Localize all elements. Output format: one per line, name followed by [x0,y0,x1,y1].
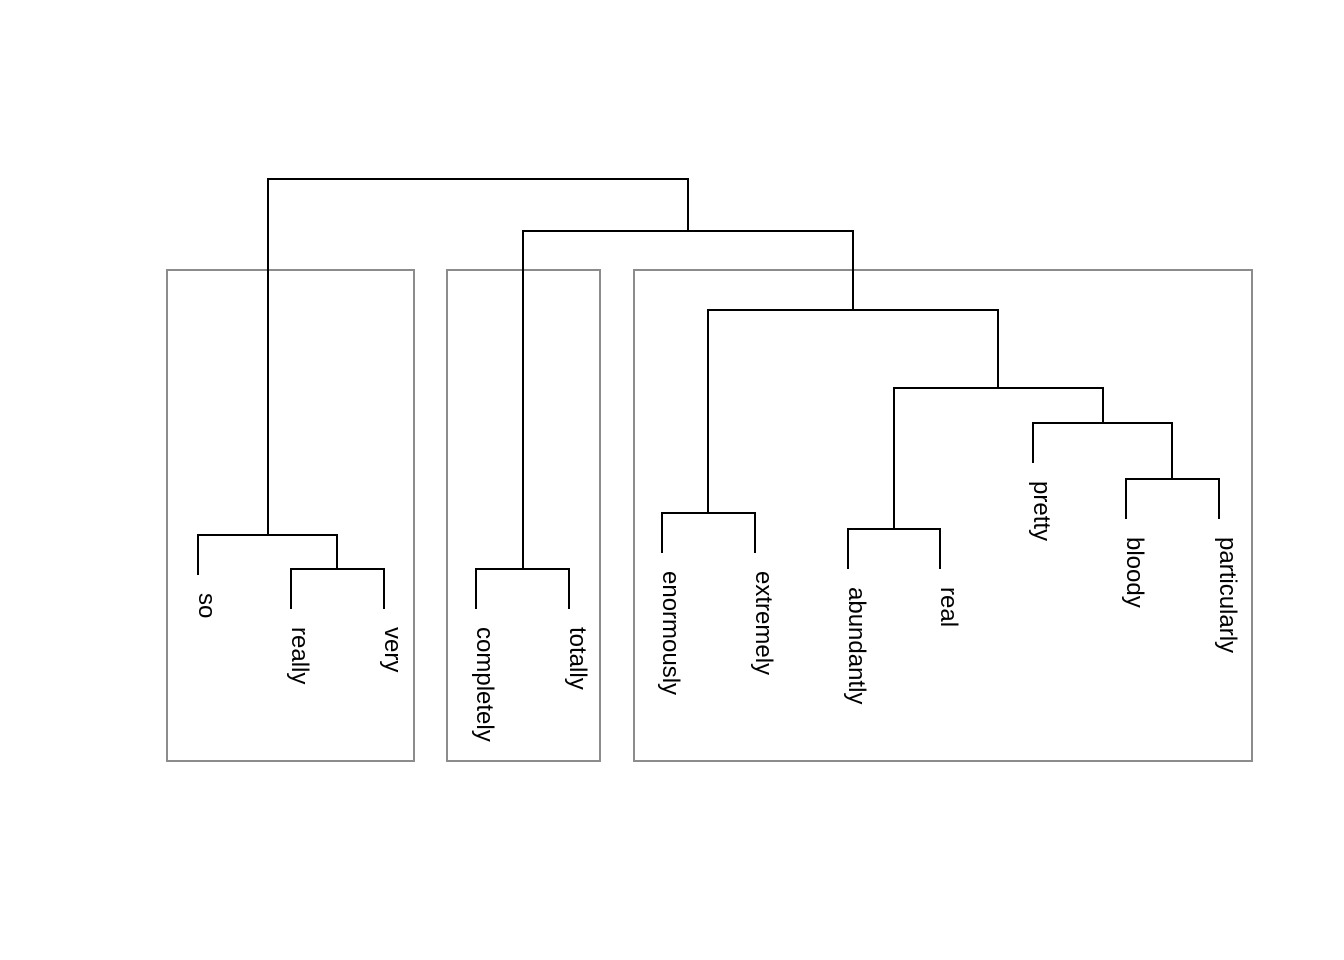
leaf-tick-so [197,536,199,575]
branch-to-m_so_group [266,180,269,536]
cluster-box-3 [633,269,1253,762]
cluster-box-1 [166,269,415,762]
leaf-label-abundantly: abundantly [842,587,870,705]
leaf-tick-real [939,530,942,569]
leaf-tick-enormously [661,514,663,553]
branch-to-m_completely_totally [521,232,524,570]
leaf-tick-really [289,570,292,609]
leaf-tick-completely [475,570,478,609]
leaf-label-really: really [285,627,313,685]
leaf-label-completely: completely [471,627,499,742]
leaf-label-particularly: particularly [1213,537,1241,654]
leaf-tick-pretty [1032,424,1035,463]
merge-bar-m_root [266,178,690,180]
leaf-tick-particularly [1217,480,1220,519]
leaf-tick-very [382,570,385,609]
leaf-tick-abundantly [846,530,849,569]
branch-to-m_abundantly_real [893,389,895,530]
branch-to-m_enorm_extrem [707,311,710,514]
leaf-label-so: so [193,593,220,619]
leaf-label-totally: totally [564,627,592,690]
branch-to-m_bloody_partic [1171,424,1174,480]
branch-to-m_right_cluster [852,232,855,311]
leaf-label-enormously: enormously [657,571,684,696]
leaf-tick-bloody [1125,480,1127,519]
leaf-tick-extremely [753,514,756,553]
leaf-label-extremely: extremely [749,571,777,676]
leaf-label-bloody: bloody [1121,537,1148,608]
leaf-label-very: very [378,627,406,673]
leaf-label-pretty: pretty [1028,481,1056,542]
branch-to-m_pretty_group [1101,389,1104,424]
leaf-label-real: real [935,587,963,628]
branch-to-m_mid_right [687,180,690,232]
branch-to-m_really_very [336,536,339,570]
leaf-tick-totally [568,570,571,609]
branch-to-m_abre_pretty [997,311,1000,389]
